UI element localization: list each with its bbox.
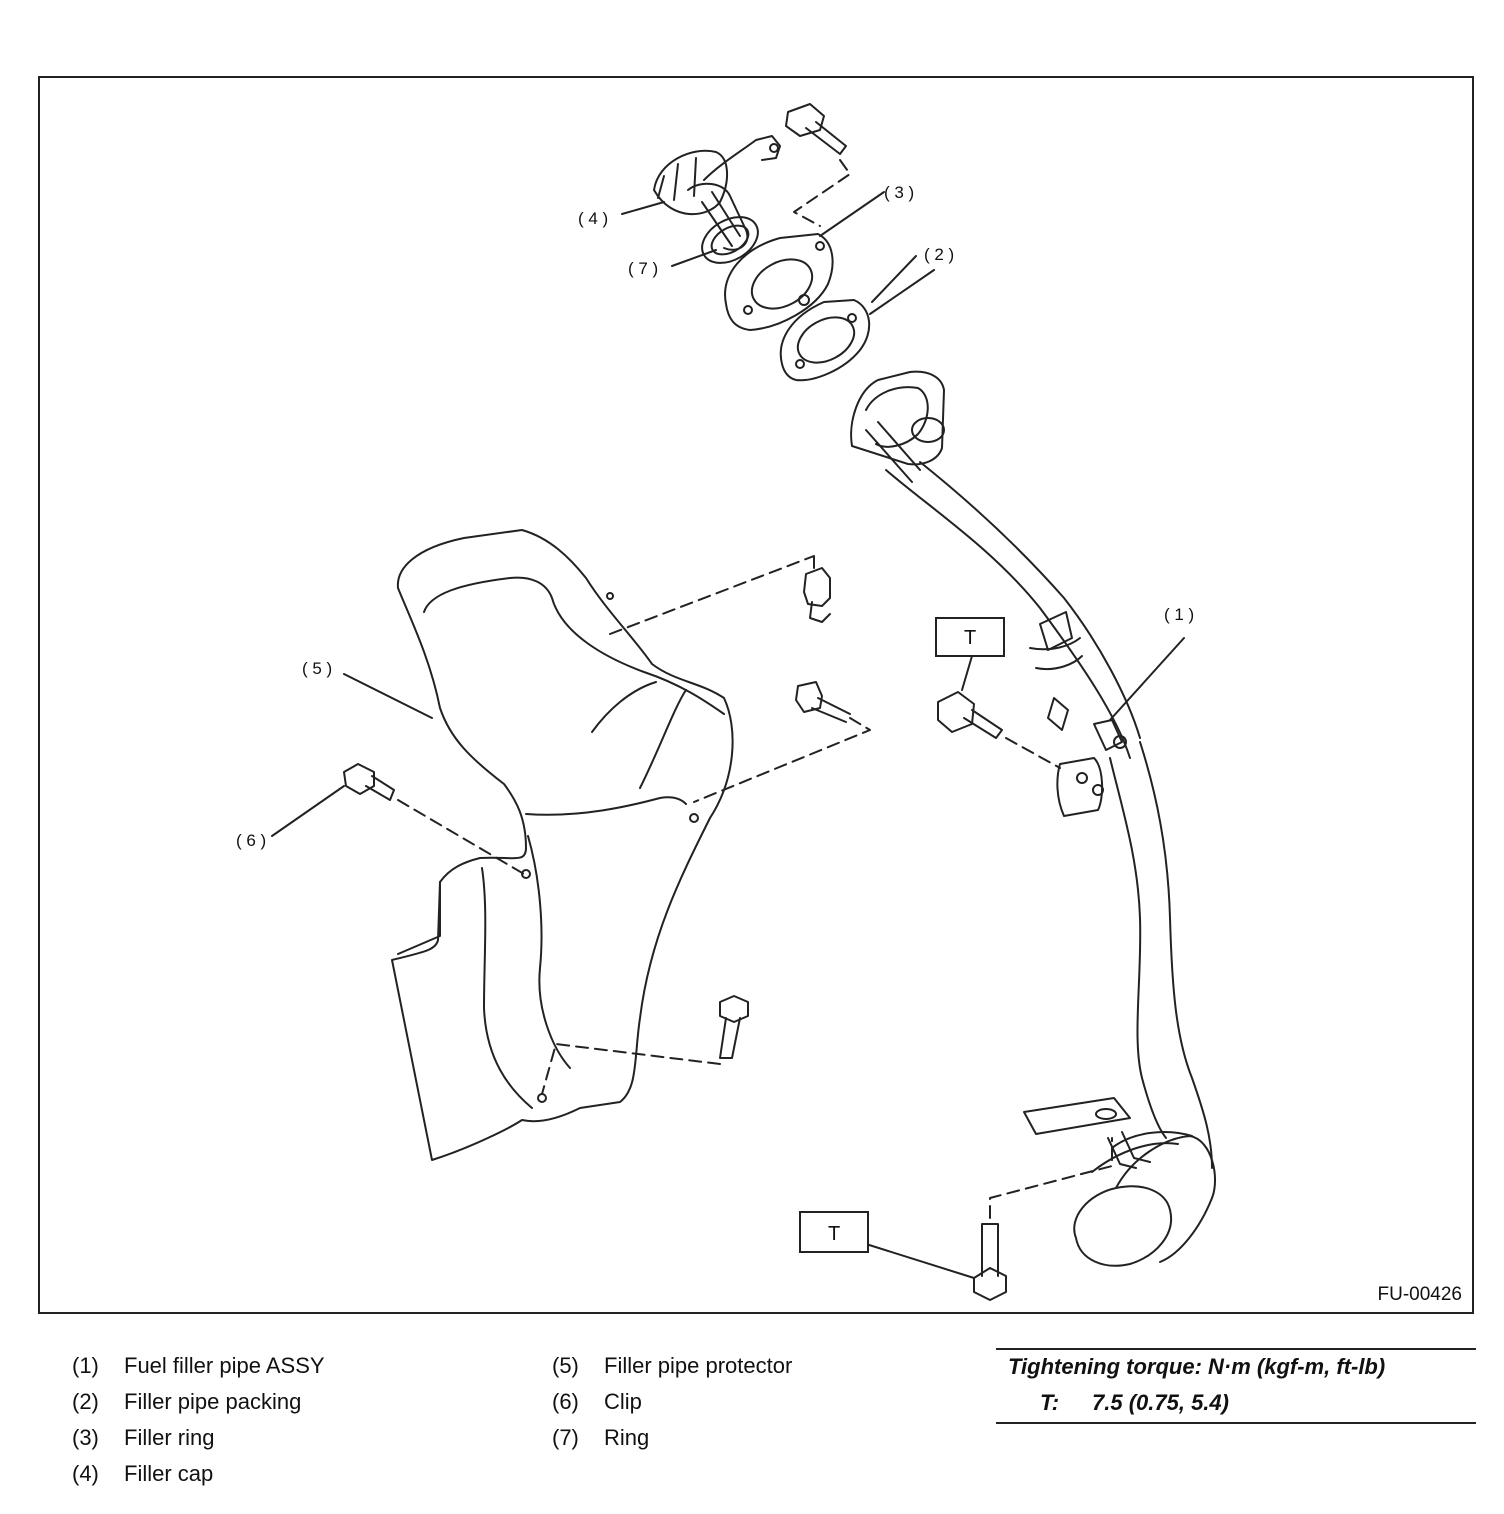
torque-mark-lower: T [799,1211,869,1253]
torque-value-row: T: 7.5 (0.75, 5.4) [1040,1390,1229,1416]
legend-item: (6) Clip [552,1384,792,1420]
clip [343,763,395,801]
bracket-bolt-upper [937,691,1003,739]
legend-number: (2) [72,1389,99,1414]
legend-label: Filler ring [124,1425,215,1450]
legend-item: (5) Filler pipe protector [552,1348,792,1384]
legend-label: Fuel filler pipe ASSY [124,1353,325,1378]
legend-label: Filler cap [124,1461,214,1486]
callout-4: ( 4 ) [578,209,608,228]
legend-item: (1) Fuel filler pipe ASSY [72,1348,325,1384]
legend-number: (4) [72,1461,99,1486]
legend-number: (6) [552,1389,579,1414]
legend-number: (1) [72,1353,99,1378]
legend-label: Filler pipe protector [604,1353,793,1378]
diagram-frame: ( 1 ) ( 2 ) ( 3 ) ( 4 ) ( 5 ) ( 6 ) ( 7 … [38,76,1474,1314]
fuel-filler-pipe [850,370,1216,1267]
legend-item: (3) Filler ring [72,1420,325,1456]
legend-item: (2) Filler pipe packing [72,1384,325,1420]
legend-item: (7) Ring [552,1420,792,1456]
legend-number: (7) [552,1425,579,1450]
callout-3: ( 3 ) [884,183,914,202]
filler-pipe-packing [779,299,871,382]
legend-label: Ring [604,1425,650,1450]
figure-id: FU-00426 [1377,1284,1463,1305]
torque-value: 7.5 (0.75, 5.4) [1092,1390,1229,1415]
legend-right: (5) Filler pipe protector (6) Clip (7) Ring [552,1348,792,1456]
legend-label: Filler pipe packing [124,1389,302,1414]
filler-pipe-protector [391,529,734,1161]
svg-text:T: T [828,1223,840,1245]
clip-lower-right [719,995,749,1059]
filler-cap [653,135,781,251]
clip-mid-right [795,681,851,723]
callout-1: ( 1 ) [1164,605,1194,624]
ring [701,216,759,264]
callout-6: ( 6 ) [236,831,266,850]
torque-mark-upper: T [935,617,1005,657]
legend-item: (4) Filler cap [72,1456,325,1492]
legend-number: (3) [72,1425,99,1450]
callout-7: ( 7 ) [628,259,658,278]
filler-ring [724,233,834,331]
clip-upper-right [803,567,831,623]
upper-screw [785,103,847,155]
exploded-view-drawing: ( 1 ) ( 2 ) ( 3 ) ( 4 ) ( 5 ) ( 6 ) ( 7 … [236,103,1216,1301]
bracket-bolt-lower [973,1223,1007,1301]
svg-text:T: T [964,627,976,649]
torque-title: Tightening torque: N·m (kgf-m, ft-lb) [1008,1354,1386,1379]
torque-key: T: [1040,1390,1060,1415]
legend-label: Clip [604,1389,642,1414]
legend-number: (5) [552,1353,579,1378]
callout-2: ( 2 ) [924,245,954,264]
callout-5: ( 5 ) [302,659,332,678]
legend-left: (1) Fuel filler pipe ASSY (2) Filler pipe … [72,1348,325,1492]
torque-spec-box: Tightening torque: N·m (kgf-m, ft-lb) T:… [996,1348,1476,1424]
